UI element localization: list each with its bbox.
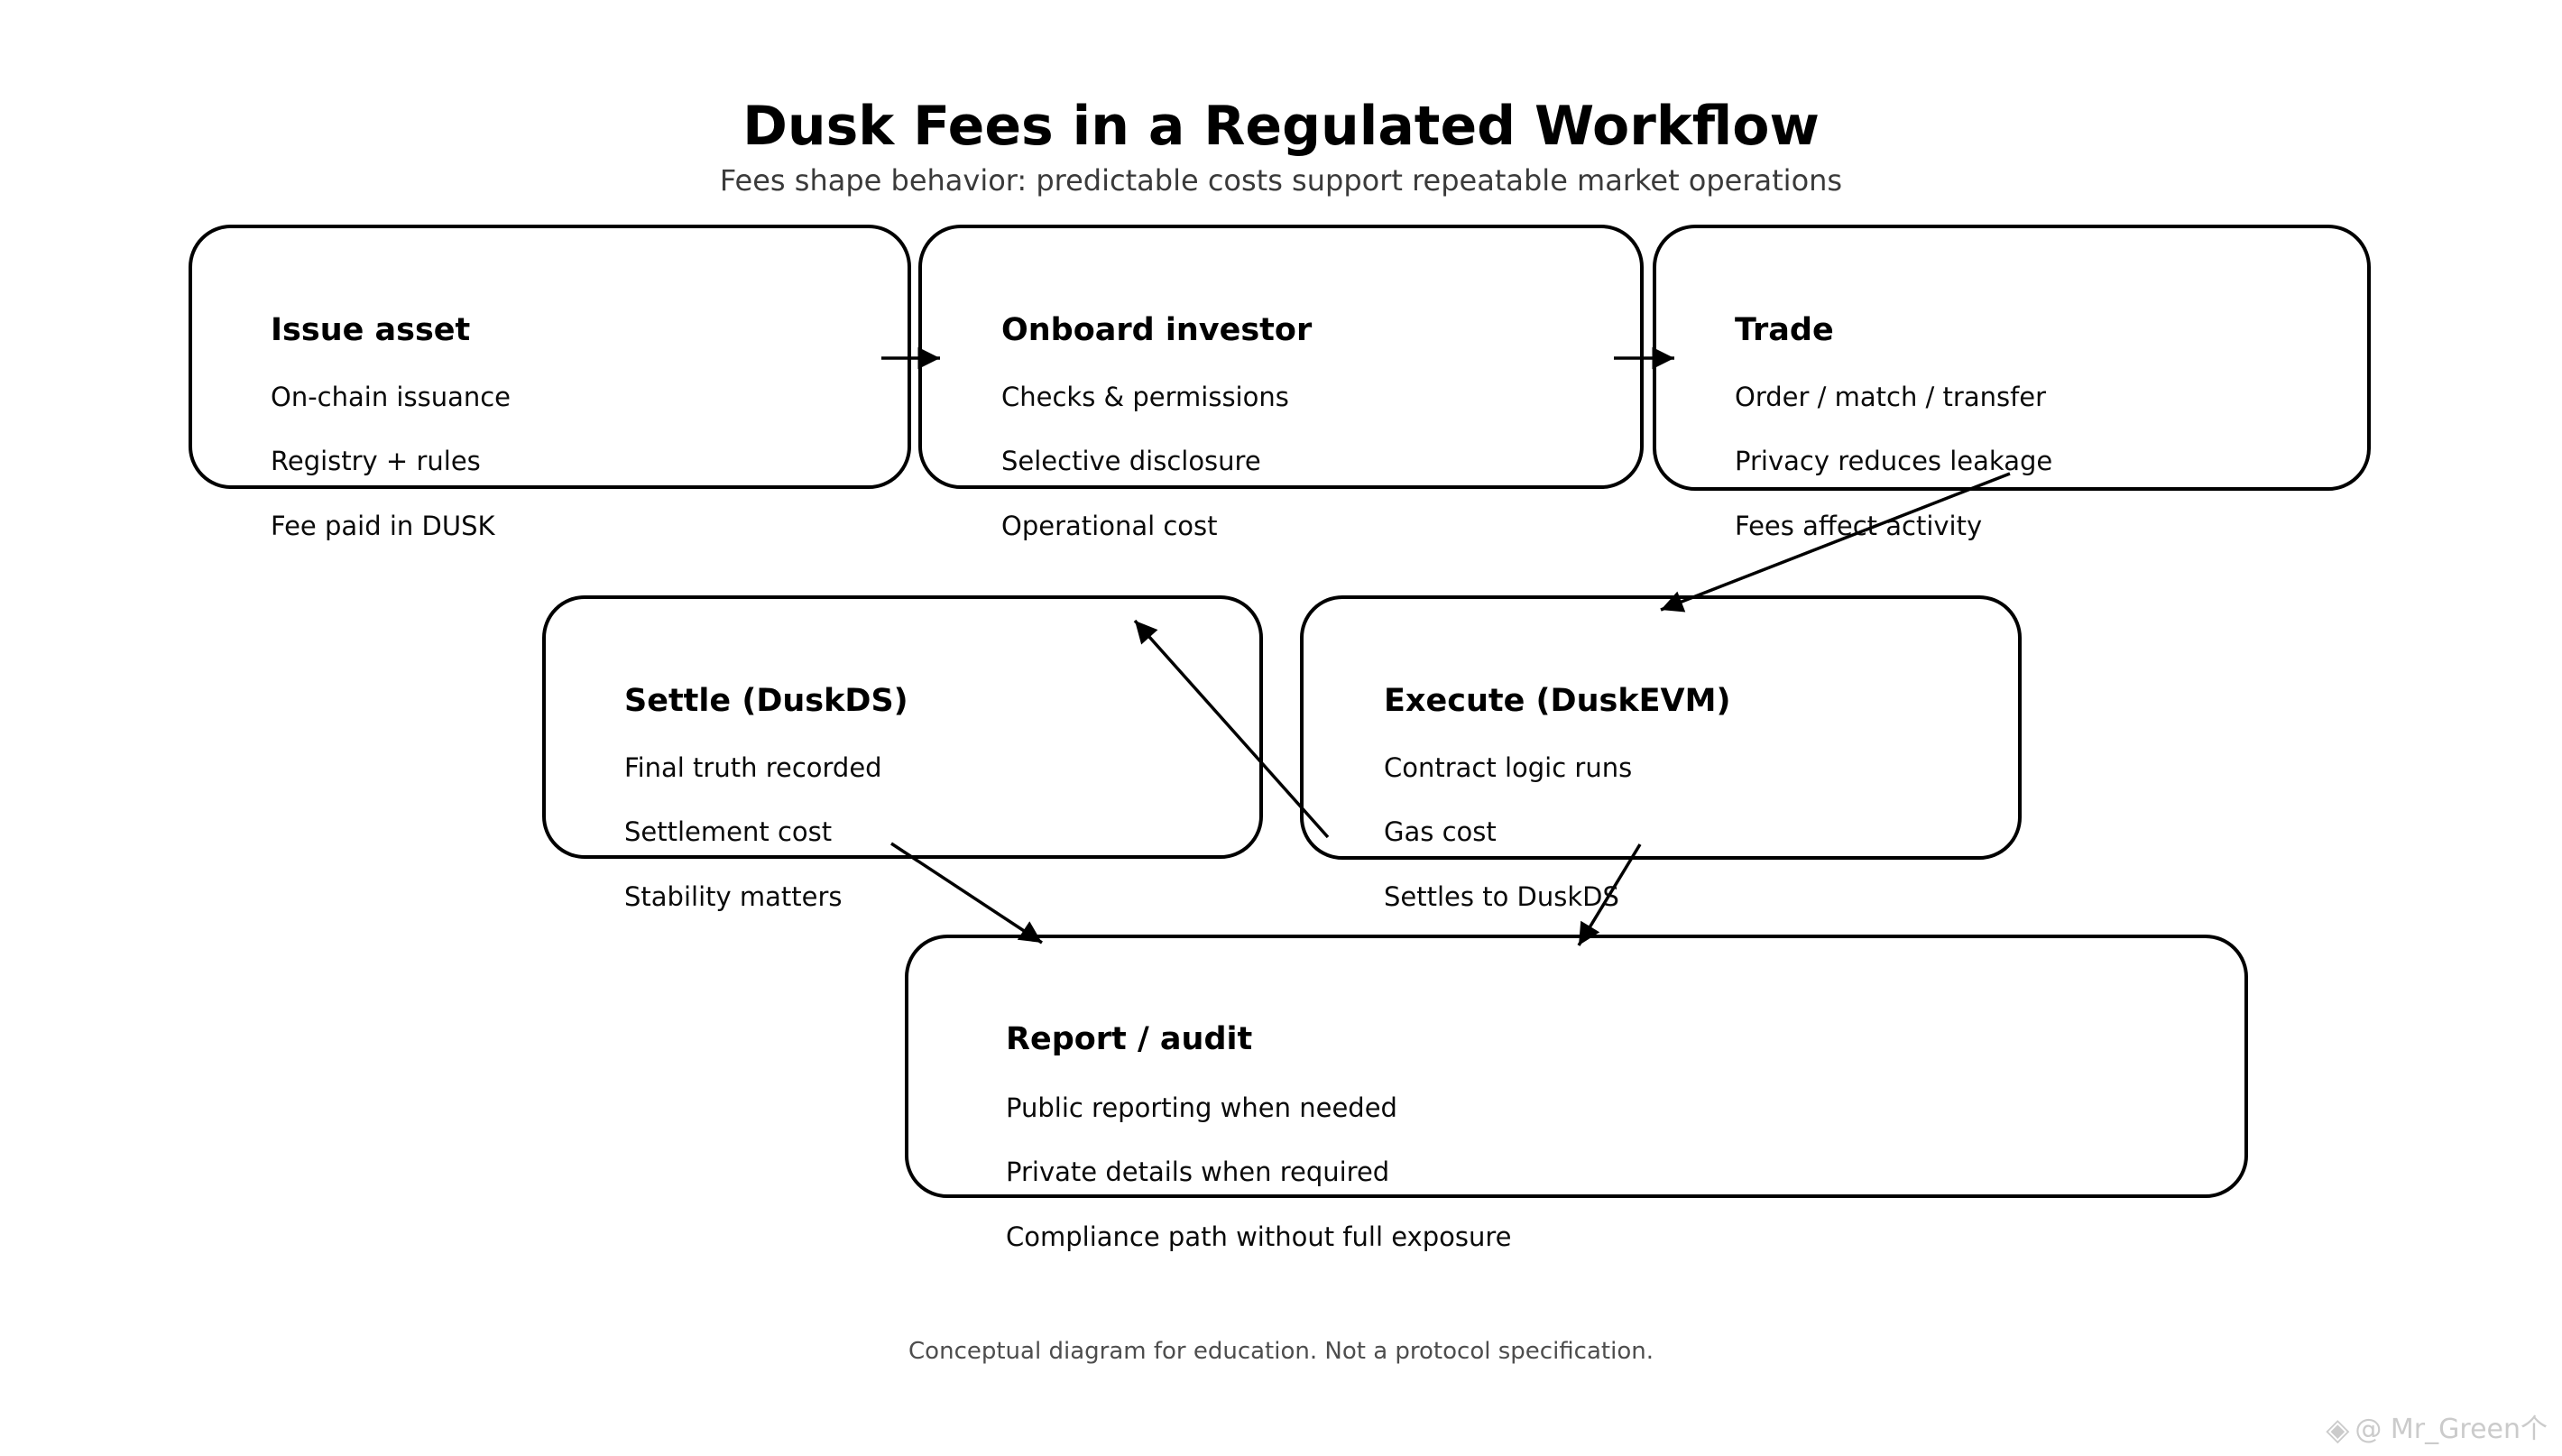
node-line: Contract logic runs [1384, 752, 1633, 783]
arrow-trade-to-execute [1660, 472, 2011, 613]
diamond-ornament-icon: ◈ [2326, 1412, 2350, 1448]
node-title-execute-duskevm: Execute (DuskEVM) [1384, 683, 1731, 719]
node-line: Fee paid in DUSK [271, 511, 495, 541]
node-line: Settles to DuskDS [1384, 881, 1619, 912]
footer-note: Conceptual diagram for education. Not a … [908, 1338, 1654, 1365]
watermark: ◈@ Mr_Green个 [2326, 1406, 2548, 1448]
node-line: Checks & permissions [1001, 382, 1289, 412]
watermark-text: @ Mr_Green个 [2355, 1414, 2548, 1445]
page-subtitle: Fees shape behavior: predictable costs s… [719, 163, 1843, 198]
arrow-execute-to-settle [1133, 619, 1330, 839]
node-title-onboard-investor: Onboard investor [1001, 312, 1313, 348]
page-title: Dusk Fees in a Regulated Workflow [742, 95, 1820, 158]
node-line: Final truth recorded [624, 752, 882, 783]
node-line: Privacy reduces leakage [1735, 446, 2053, 476]
node-line: Operational cost [1001, 511, 1218, 541]
node-line: Registry + rules [271, 446, 481, 476]
arrow-settle-to-report [890, 842, 1043, 945]
node-line: Private details when required [1006, 1157, 1390, 1187]
node-title-settle-duskds: Settle (DuskDS) [624, 683, 908, 719]
node-line: Order / match / transfer [1735, 382, 2047, 412]
node-line: Public reporting when needed [1006, 1092, 1397, 1123]
node-line: Gas cost [1384, 816, 1497, 847]
node-line: Compliance path without full exposure [1006, 1221, 1512, 1252]
node-line: Settlement cost [624, 816, 833, 847]
node-title-trade: Trade [1735, 312, 1834, 348]
node-line: Fees affect activity [1735, 511, 1983, 541]
node-line: Selective disclosure [1001, 446, 1261, 476]
node-title-issue-asset: Issue asset [271, 312, 471, 348]
node-title-report-audit: Report / audit [1006, 1021, 1253, 1057]
node-line: On-chain issuance [271, 382, 511, 412]
node-line: Stability matters [624, 881, 843, 912]
